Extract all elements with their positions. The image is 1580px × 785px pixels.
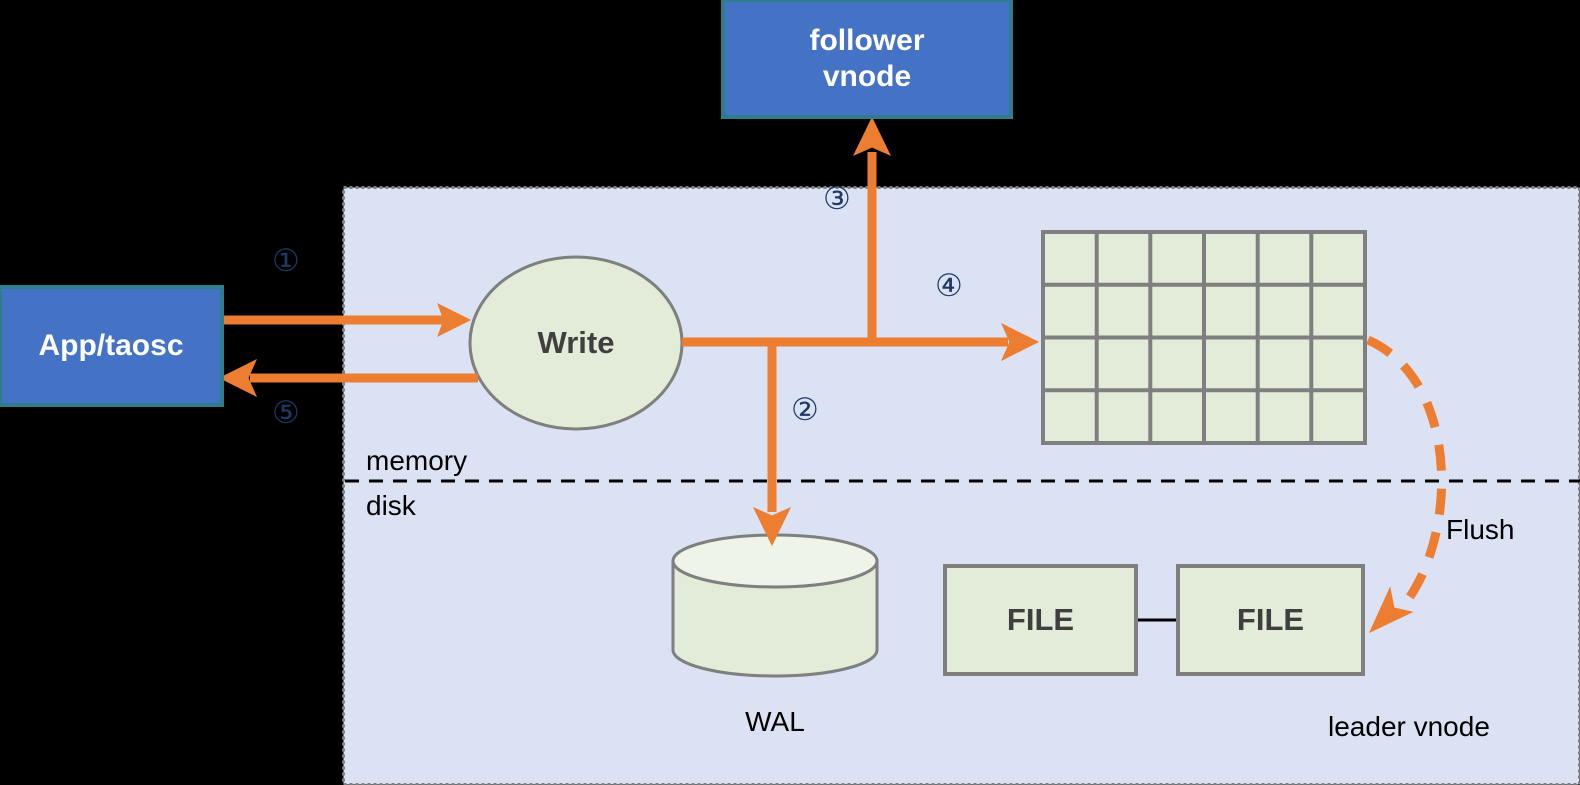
write-node-circle bbox=[468, 255, 684, 431]
file-box-right bbox=[1176, 564, 1365, 676]
wal-cylinder bbox=[671, 533, 879, 678]
arrow-flush bbox=[1366, 335, 1446, 634]
arrow-step-5 bbox=[218, 358, 478, 398]
file-box-left bbox=[943, 564, 1138, 676]
arrow-step-3 bbox=[852, 116, 892, 342]
arrow-step-2 bbox=[752, 342, 792, 547]
follower-vnode-box[interactable] bbox=[721, 0, 1013, 119]
arrow-step-4 bbox=[682, 322, 1040, 362]
arrow-step-1 bbox=[222, 302, 472, 338]
app-taosc-box[interactable] bbox=[0, 285, 224, 407]
memtable-grid bbox=[1041, 230, 1367, 445]
flow-arrows bbox=[218, 116, 1446, 634]
